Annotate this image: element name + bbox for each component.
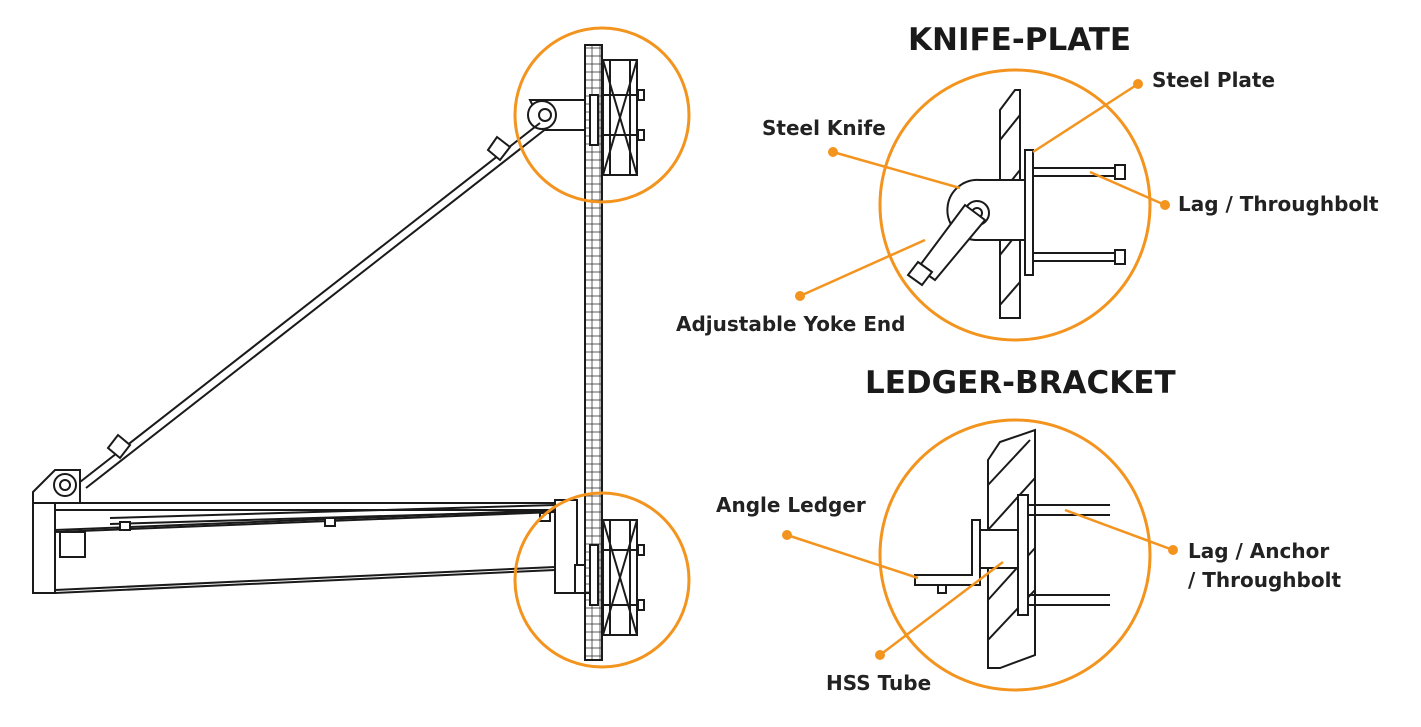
- ledger-bracket-title: LEDGER-BRACKET: [865, 365, 1176, 401]
- steel-plate-label: Steel Plate: [1152, 68, 1276, 92]
- knife-plate-callouts: [795, 79, 1170, 301]
- angle-ledger-label: Angle Ledger: [716, 493, 866, 517]
- upper-detail-circle: [513, 26, 691, 204]
- hss-tube-label: HSS Tube: [826, 671, 932, 695]
- lag-anchor-label-line1: Lag / Anchor: [1188, 539, 1330, 563]
- knife-plate-circle: [878, 68, 1152, 342]
- adjustable-yoke-end-label: Adjustable Yoke End: [676, 312, 906, 336]
- upper-wall-bracket: [527, 59, 645, 176]
- lag-anchor-label-line2: / Throughbolt: [1188, 568, 1342, 592]
- canopy-frame: [32, 469, 590, 594]
- tie-rod: [79, 122, 548, 489]
- wall-section: [584, 44, 603, 661]
- lower-wall-bracket: [589, 519, 645, 636]
- lower-detail-circle: [513, 491, 691, 669]
- lag-throughbolt-label: Lag / Throughbolt: [1178, 192, 1379, 216]
- steel-knife-label: Steel Knife: [762, 116, 886, 140]
- knife-plate-detail: [878, 68, 1152, 342]
- knife-plate-title: KNIFE-PLATE: [908, 22, 1132, 58]
- canopy-elevation: [32, 44, 645, 661]
- ledger-bracket-circle: [878, 418, 1152, 692]
- ledger-bracket-callouts: [782, 508, 1178, 660]
- ledger-bracket-detail: [878, 418, 1152, 692]
